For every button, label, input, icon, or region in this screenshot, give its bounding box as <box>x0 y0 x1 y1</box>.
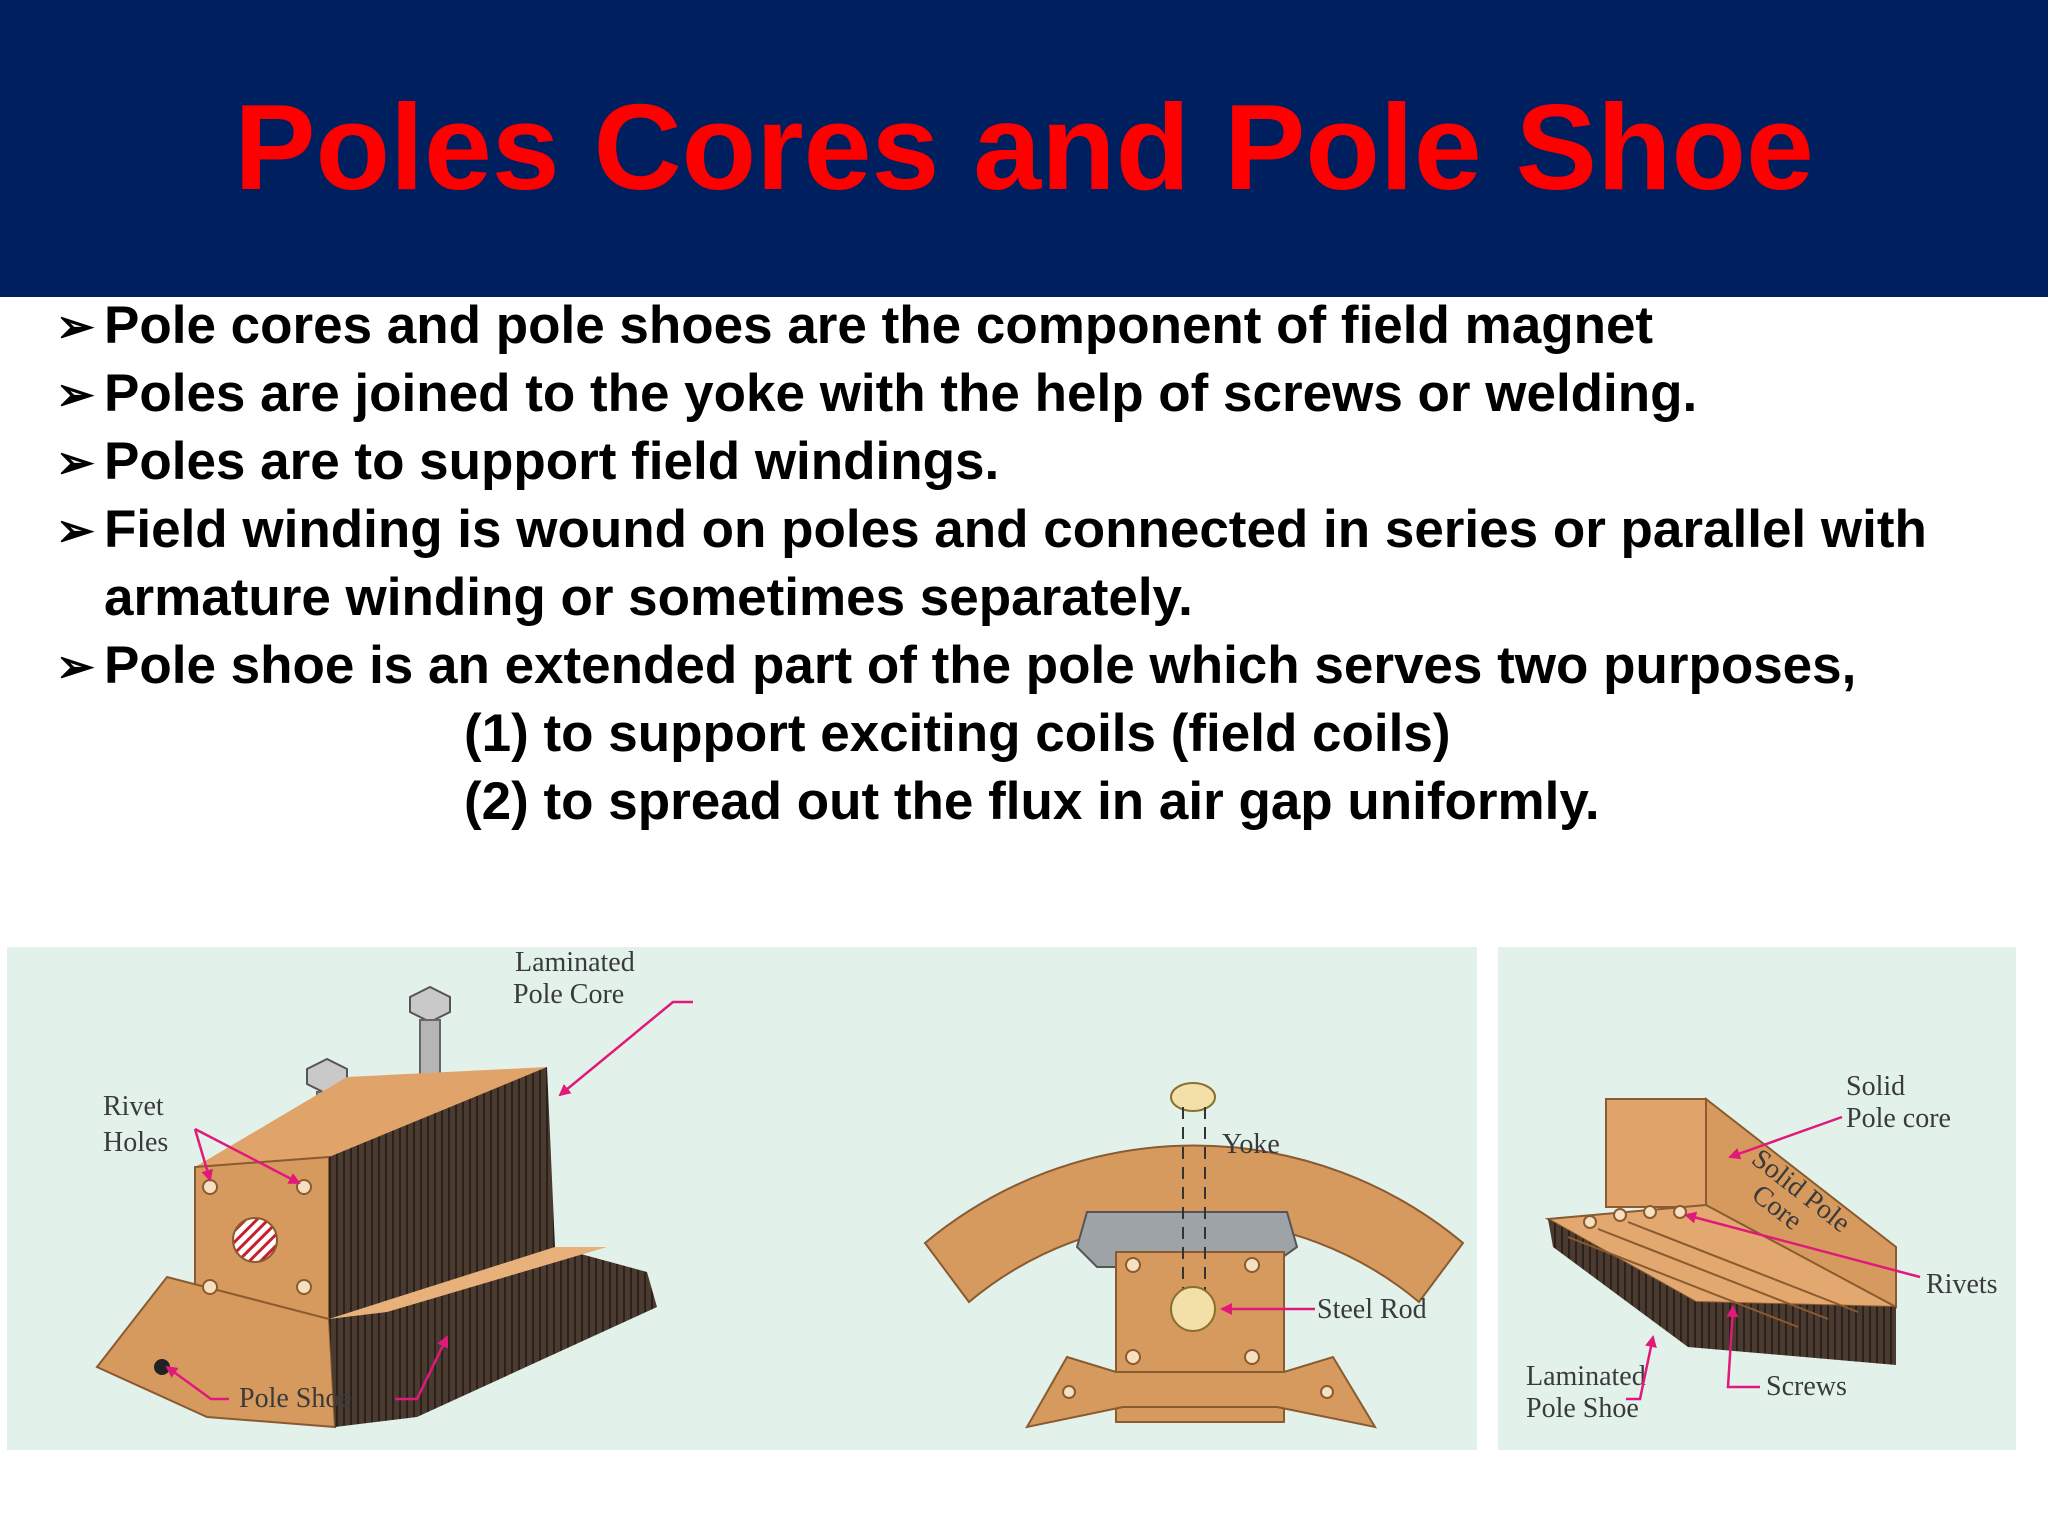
bullet-arrow-icon: ➢ <box>56 640 95 692</box>
bullet-item: ➢ Poles are to support field windings. <box>56 428 2036 496</box>
label-screws: Screws <box>1766 1371 1847 1402</box>
pointer-laminated-core <box>558 1000 693 1097</box>
pointer-rivet-hole-1 <box>193 1128 213 1182</box>
pointer-laminated-shoe <box>1626 1335 1657 1401</box>
pointer-screws <box>1726 1305 1760 1389</box>
bullet-arrow-icon: ➢ <box>56 504 95 556</box>
title-banner: Poles Cores and Pole Shoe <box>0 0 2048 297</box>
label-yoke: Yoke <box>1222 1129 1280 1160</box>
laminated-pole-diagram: Laminated Pole Core Rivet Holes Pole Sho… <box>95 947 1465 1429</box>
label-rivet: Rivet <box>103 1091 164 1122</box>
sub-point: (1) to support exciting coils (field coi… <box>464 704 1451 763</box>
sub-point: (2) to spread out the flux in air gap un… <box>464 772 1600 831</box>
pointer-rivets <box>1684 1211 1921 1279</box>
figure-solid-pole-panel: Solid Pole core Solid Pole Core Rivets S… <box>1498 947 2016 1450</box>
laminated-pole-core <box>95 1067 657 1429</box>
bullet-arrow-icon: ➢ <box>56 368 95 420</box>
bullet-text: Field winding is wound on poles and conn… <box>104 500 1927 627</box>
bullet-item: ➢ Poles are joined to the yoke with the … <box>56 360 2036 428</box>
pointer-pole-shoe-right <box>395 1335 449 1401</box>
label-pole-core: Pole Core <box>513 979 624 1010</box>
solid-pole-core <box>1544 1096 1897 1365</box>
bullet-item: ➢ Pole shoe is an extended part of the p… <box>56 632 2036 700</box>
bullet-arrow-icon: ➢ <box>56 436 95 488</box>
bullet-text: Poles are joined to the yoke with the he… <box>104 364 1698 423</box>
slide-title: Poles Cores and Pole Shoe <box>234 79 1814 215</box>
label-steel-rod: Steel Rod <box>1317 1294 1427 1325</box>
label-pole-core-right: Pole core <box>1846 1103 1951 1134</box>
bullet-item: ➢ Pole cores and pole shoes are the comp… <box>56 292 2036 360</box>
label-laminated-right: Laminated <box>1526 1361 1646 1392</box>
label-laminated: Laminated <box>515 947 635 978</box>
label-pole-shoe-right: Pole Shoe <box>1526 1393 1639 1424</box>
figure-laminated-pole-panel: Laminated Pole Core Rivet Holes Pole Sho… <box>7 947 1477 1450</box>
label-rivets: Rivets <box>1926 1269 1998 1300</box>
bullet-text: Poles are to support field windings. <box>104 432 1000 491</box>
pointer-pole-shoe-left <box>165 1365 229 1401</box>
label-holes: Holes <box>103 1127 168 1158</box>
bullet-item: ➢ Field winding is wound on poles and co… <box>56 496 2036 632</box>
bullet-text: Pole cores and pole shoes are the compon… <box>104 296 1654 355</box>
label-pole-shoe: Pole Shoe <box>239 1383 352 1414</box>
bullet-arrow-icon: ➢ <box>56 300 95 352</box>
bullet-text: Pole shoe is an extended part of the pol… <box>104 636 1857 695</box>
pointer-solid-core <box>1728 1115 1843 1160</box>
label-solid: Solid <box>1846 1071 1905 1102</box>
pointer-rivet-hole-2 <box>194 1127 301 1185</box>
bullet-list: ➢ Pole cores and pole shoes are the comp… <box>56 292 2036 836</box>
yoke-pole-assembly <box>923 1082 1465 1429</box>
solid-pole-diagram: Solid Pole core Solid Pole Core Rivets S… <box>1526 1071 1998 1424</box>
